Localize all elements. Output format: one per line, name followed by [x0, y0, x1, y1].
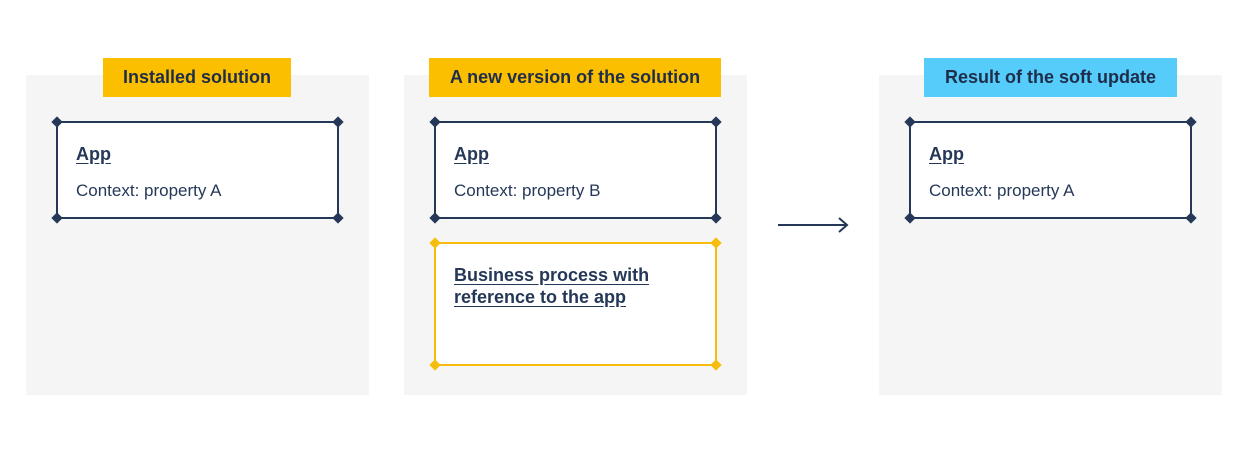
arrow-right-icon	[778, 217, 849, 233]
card-context: Context: property B	[454, 181, 601, 200]
card-title: App	[76, 144, 111, 164]
card-business-process: Business process with reference to the a…	[429, 237, 722, 371]
card-app-new-version: App Context: property B	[429, 116, 722, 224]
tag-result-soft-update: Result of the soft update	[924, 58, 1177, 97]
card-app-result: App Context: property A	[904, 116, 1197, 224]
card-app-installed: App Context: property A	[51, 116, 344, 224]
card-title: App	[454, 144, 489, 164]
card-context: Context: property A	[929, 181, 1075, 200]
card-title: Business process with reference to the a…	[454, 265, 650, 307]
tag-installed-solution: Installed solution	[103, 58, 291, 97]
card-title: App	[929, 144, 964, 164]
tag-new-version: A new version of the solution	[429, 58, 721, 97]
card-context: Context: property A	[76, 181, 222, 200]
